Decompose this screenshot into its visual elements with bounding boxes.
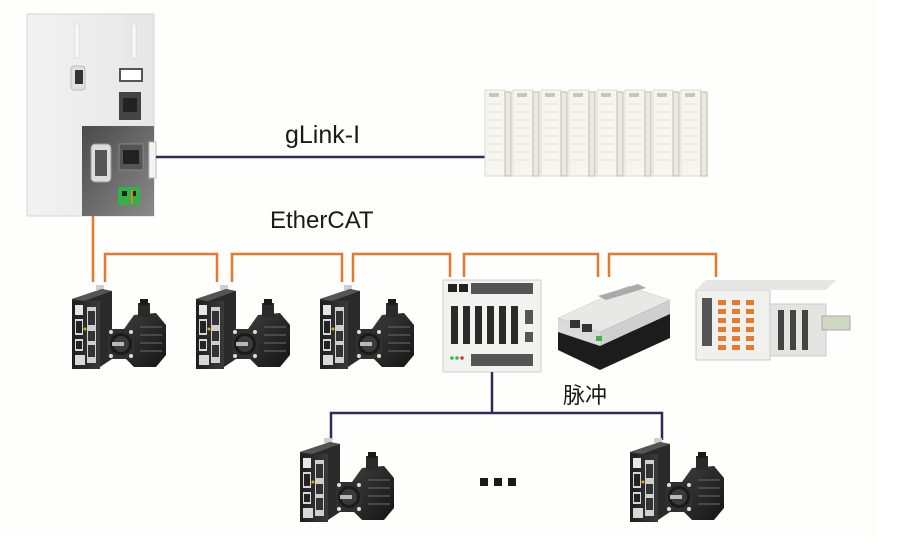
terminal-lever [732, 327, 740, 332]
terminal-lever [746, 327, 754, 332]
pulse-servo-drive-motor-n [629, 437, 725, 523]
io-module [540, 89, 568, 177]
dsub-connector [499, 306, 506, 344]
dsub-connector [475, 306, 482, 344]
terminal-lever [718, 345, 726, 350]
compact-io-module [558, 284, 670, 370]
terminal-lever [746, 309, 754, 314]
terminal-lever [746, 345, 754, 350]
dsub-connector [511, 306, 518, 344]
servo-drive-motor-2 [195, 284, 291, 370]
motion-controller [26, 13, 157, 217]
io-module [484, 89, 512, 177]
terminal-lever [746, 336, 754, 341]
ethercat-pulse-module [442, 279, 542, 373]
terminal-lever [732, 336, 740, 341]
ethercat-label: EtherCAT [270, 207, 374, 234]
terminal-lever [732, 300, 740, 305]
terminal-lever [718, 300, 726, 305]
terminal-lever [718, 336, 726, 341]
terminal-lever [718, 309, 726, 314]
pulse-bus [329, 372, 664, 440]
terminal-lever [746, 300, 754, 305]
ethercat-bus [91, 216, 718, 282]
io-module [652, 89, 680, 177]
pulse-servo-drive-motor-1 [299, 437, 395, 523]
glink-label: gLink-I [285, 121, 360, 149]
ethercat-link-servo1-servo2 [103, 252, 219, 282]
servo-drive-motor-1 [71, 284, 167, 370]
ethercat-link-servo3-pulse [351, 252, 452, 282]
ellipsis-icon [480, 478, 516, 486]
ethercat-link-plc-slice [607, 252, 718, 277]
dsub-connector [487, 306, 494, 344]
terminal-lever [732, 318, 740, 323]
io-module [512, 89, 540, 177]
io-module [624, 89, 652, 177]
terminal-lever [732, 345, 740, 350]
pulse-label: 脉冲 [563, 384, 607, 409]
remote-io-rack [484, 89, 708, 177]
terminal-lever [732, 309, 740, 314]
terminal-lever [718, 327, 726, 332]
ethercat-link-servo2-servo3 [230, 252, 344, 282]
terminal-lever [718, 318, 726, 323]
dsub-connector [451, 306, 458, 344]
ethercat-link-pulse-plc [462, 252, 600, 277]
dsub-connector [463, 306, 470, 344]
slice-io-module [695, 280, 851, 361]
io-module [596, 89, 624, 177]
terminal-lever [746, 318, 754, 323]
servo-drive-motor-3 [319, 284, 415, 370]
io-module [568, 89, 596, 177]
io-module [680, 89, 708, 177]
